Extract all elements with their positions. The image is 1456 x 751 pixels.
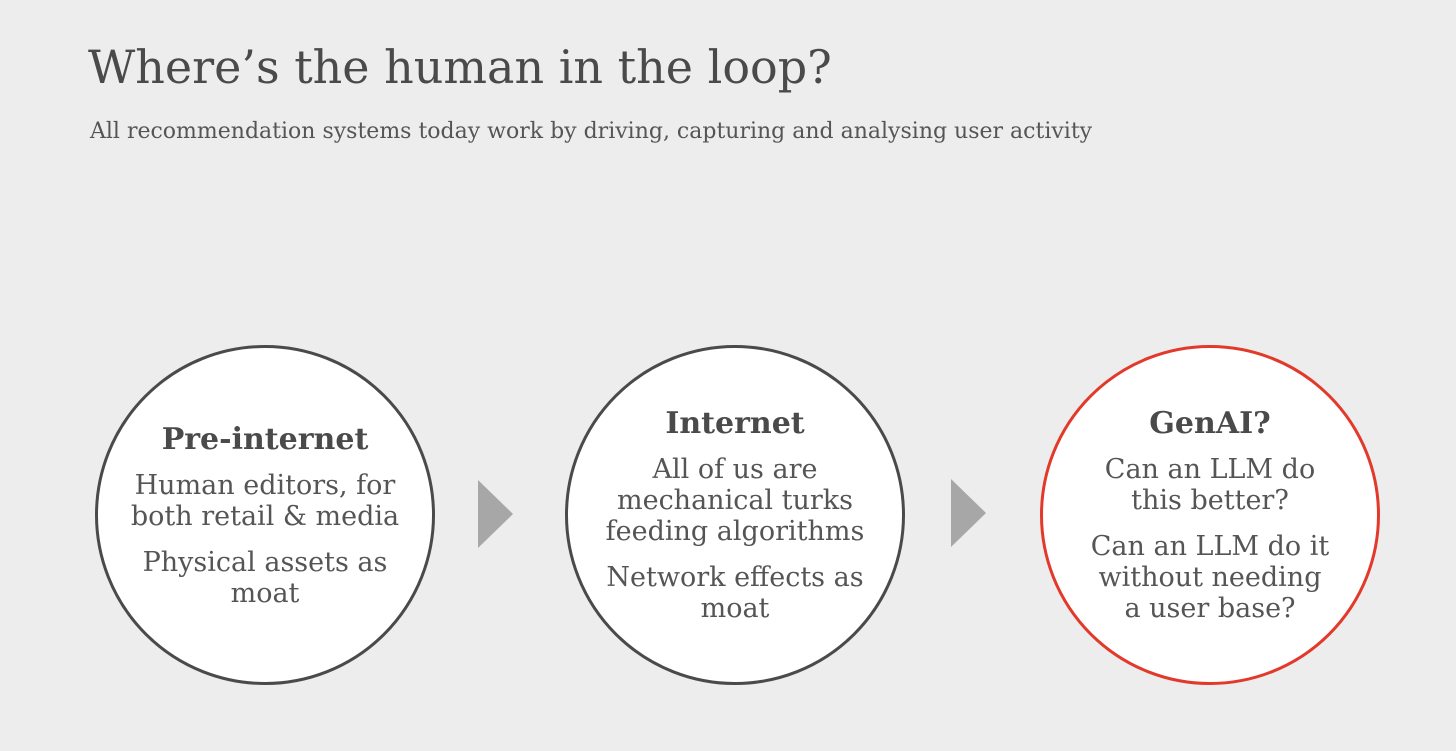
- stage-point: Can an LLM do it without needing a user …: [1090, 531, 1330, 624]
- page-title: Where’s the human in the loop?: [88, 40, 832, 94]
- stage-point: All of us are mechanical turks feeding a…: [605, 454, 865, 547]
- stage-point: Physical assets as moat: [142, 546, 388, 609]
- stage-circle-genai: GenAI? Can an LLM do this better? Can an…: [1040, 345, 1380, 685]
- right-arrow-icon: [478, 480, 513, 548]
- stage-point: Can an LLM do this better?: [1104, 454, 1316, 516]
- right-arrow-icon: [951, 479, 986, 547]
- stage-title: GenAI?: [1149, 406, 1271, 441]
- page-subtitle: All recommendation systems today work by…: [90, 119, 1093, 144]
- stage-point: Network effects as moat: [606, 562, 864, 624]
- stage-point: Human editors, for both retail & media: [130, 469, 400, 532]
- stage-title: Internet: [665, 406, 805, 441]
- stage-circle-pre-internet: Pre-internet Human editors, for both ret…: [95, 345, 435, 685]
- stage-circle-internet: Internet All of us are mechanical turks …: [565, 345, 905, 685]
- stage-title: Pre-internet: [161, 421, 369, 457]
